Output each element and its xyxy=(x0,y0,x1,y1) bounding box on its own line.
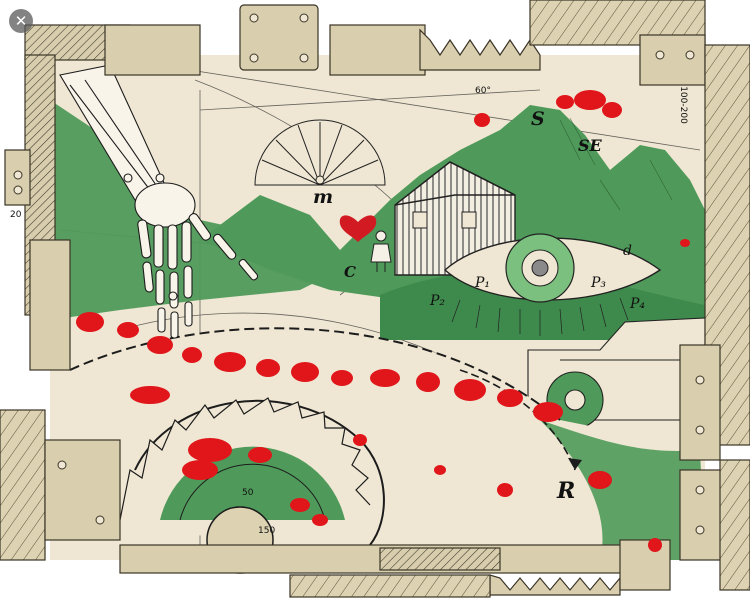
skeleton-hand xyxy=(59,64,259,339)
label-dim-20: 20 xyxy=(10,210,22,220)
close-button[interactable]: ✕ xyxy=(9,9,33,33)
label-p4: P₄ xyxy=(630,296,646,312)
screws xyxy=(13,13,705,535)
label-p1: P₁ xyxy=(475,275,491,291)
heart xyxy=(339,215,377,242)
label-d: d xyxy=(623,243,632,259)
car xyxy=(527,317,706,429)
girl-figure xyxy=(370,230,392,272)
label-r: R xyxy=(557,478,576,504)
label-p2: P₂ xyxy=(430,293,446,309)
label-dim-100: 100-200 xyxy=(677,86,688,124)
protractor xyxy=(254,119,386,186)
label-dim-50: 50 xyxy=(242,488,254,498)
label-s: S xyxy=(531,108,545,130)
label-m: m xyxy=(313,186,334,208)
label-se: SE xyxy=(578,136,602,155)
label-dim-60: 60° xyxy=(475,86,491,96)
blood-splatters xyxy=(76,90,690,556)
label-c: C xyxy=(344,263,356,281)
eye xyxy=(443,233,662,336)
label-dim-150: 150 xyxy=(258,526,276,536)
label-p3: P₃ xyxy=(591,275,607,291)
barn xyxy=(394,161,516,276)
